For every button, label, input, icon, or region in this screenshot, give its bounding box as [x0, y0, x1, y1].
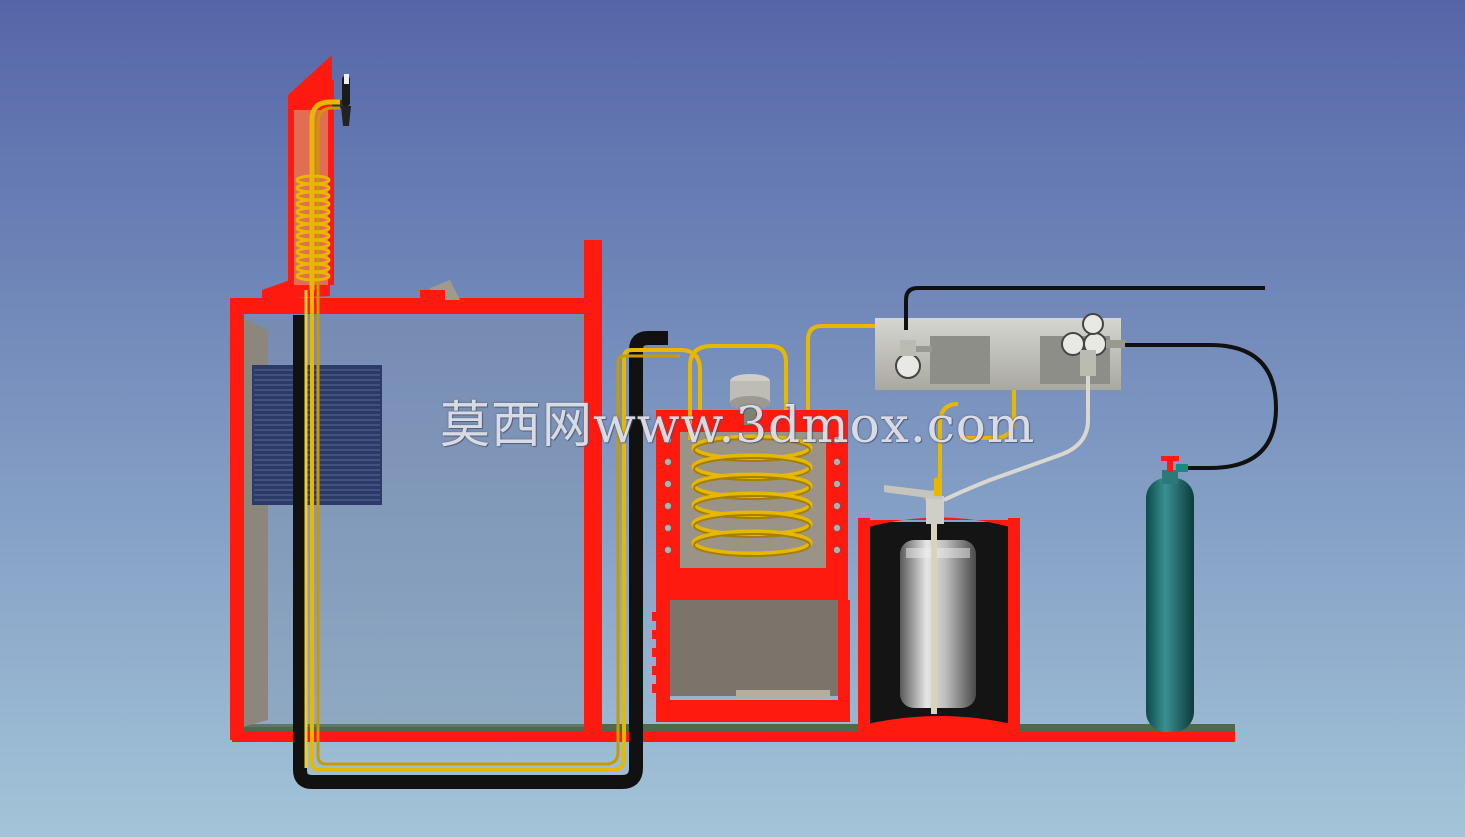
side-tab: [652, 684, 662, 693]
tower-inner-right: [328, 80, 334, 285]
cabinet-left-wall: [230, 300, 244, 740]
bolt: [833, 502, 841, 510]
keg-gas-line: [943, 376, 1090, 502]
bolt: [664, 524, 672, 532]
tower-beer-line: [309, 99, 340, 290]
gas-supply-line-top: [904, 286, 1265, 330]
bolt: [833, 436, 841, 444]
coil-outlet-line: [679, 348, 702, 410]
coil-turn-shadow: [693, 495, 811, 519]
coil-turn-shadow: [693, 514, 811, 538]
cabinet-top-ledge-right-red: [420, 290, 445, 300]
keg-coupler-icon: [884, 478, 944, 524]
pressure-gauge-icon: [895, 340, 932, 379]
keg-chamber-left: [858, 518, 870, 732]
bolt: [664, 458, 672, 466]
coil-cooler-mid: [656, 568, 848, 602]
cabinet-right-wall: [584, 240, 602, 738]
python-trunk-outer: [293, 315, 668, 789]
bolt: [664, 480, 672, 488]
tower-coil-icon: [295, 174, 331, 282]
coil-icon: [691, 434, 813, 557]
python-trunk-inner-2: [316, 285, 680, 766]
coil-cooler-tray: [736, 690, 830, 698]
keg-chamber-top: [858, 517, 1020, 530]
coil-turn-shadow: [693, 457, 811, 481]
side-tab: [652, 612, 662, 621]
bolt: [833, 480, 841, 488]
coil-cooler-lower-right: [838, 600, 850, 712]
bolt: [833, 546, 841, 554]
coil-turn-shadow: [693, 533, 811, 557]
side-tab: [652, 648, 662, 657]
side-tab: [652, 666, 662, 675]
panel-shadow-1: [930, 336, 990, 384]
keg-chamber-bottom: [858, 716, 1020, 734]
tower-coil-turn: [295, 270, 331, 282]
side-tab: [652, 630, 662, 639]
bolt: [664, 546, 672, 554]
bolt: [664, 502, 672, 510]
keg-chamber-right: [1008, 518, 1020, 732]
coil-cooler-lower-interior: [670, 600, 840, 696]
cabinet-top: [230, 298, 600, 314]
coil-turn-shadow: [693, 476, 811, 500]
coil-turn-shadow: [693, 438, 811, 462]
coil-cooler-base: [656, 700, 850, 722]
dual-gauge-regulator-icon: [1061, 313, 1126, 376]
bolt: [833, 458, 841, 466]
co2-hose: [1125, 343, 1279, 470]
floor-edge: [232, 732, 1235, 742]
bolt: [664, 436, 672, 444]
agitator-motor-icon: [730, 374, 770, 425]
bolt: [833, 524, 841, 532]
gas-cylinder-icon: [1146, 456, 1194, 732]
keg-icon: [900, 500, 976, 714]
coil-to-panel-line: [688, 344, 788, 440]
tower-beer-line-2: [316, 106, 340, 290]
python-trunk-inner-1: [310, 290, 680, 772]
coil-cooler-right-wall: [826, 420, 848, 602]
